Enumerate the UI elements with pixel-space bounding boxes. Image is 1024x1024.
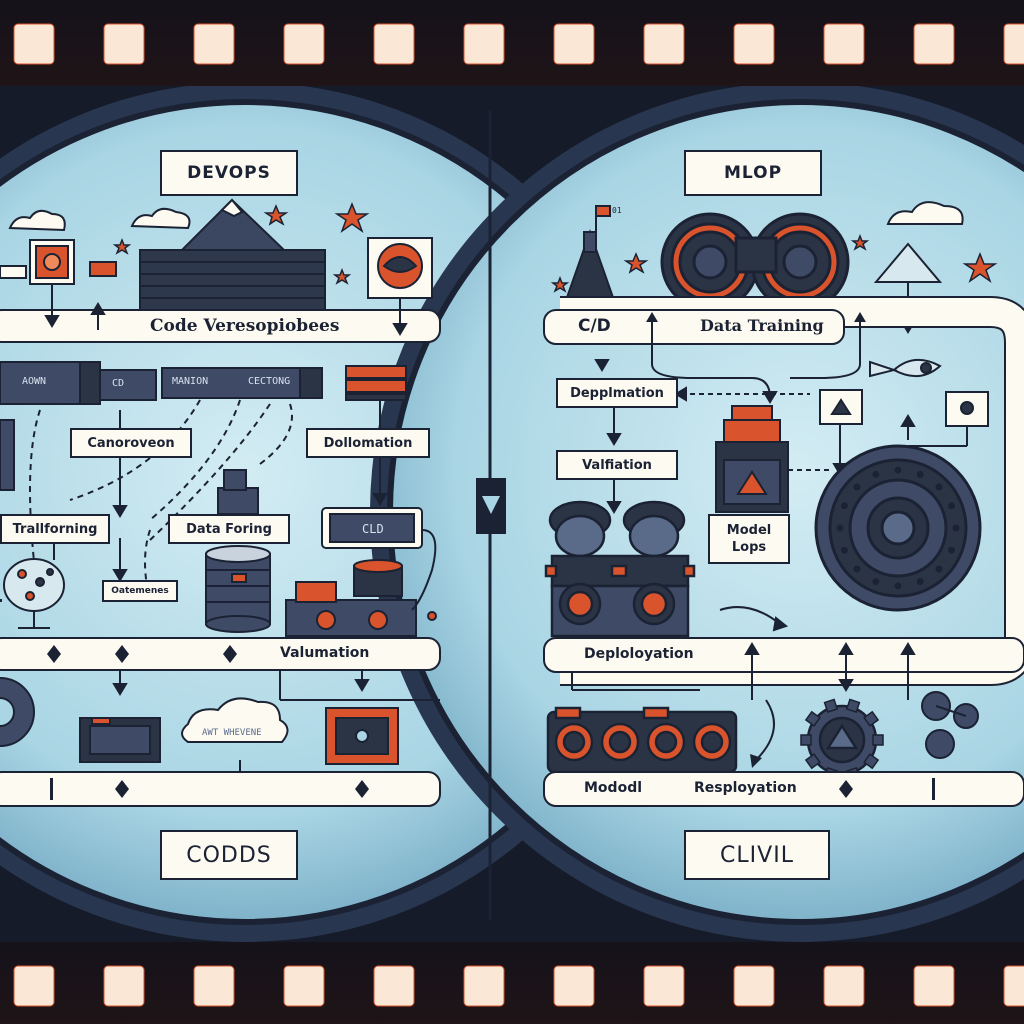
label-trallforning: Trallforning — [0, 514, 110, 544]
strip-label-cectong: CECTONG — [248, 376, 291, 387]
strip-label-cd: CD — [112, 378, 125, 389]
reel-bolt — [894, 466, 902, 474]
film-hole — [1003, 23, 1024, 65]
film-hole — [643, 965, 685, 1007]
film-hole — [463, 23, 505, 65]
film-hole — [553, 965, 595, 1007]
label-oatemenes: Oatemenes — [102, 580, 178, 602]
film-hole — [733, 23, 775, 65]
reel-bolt — [935, 483, 943, 491]
reel-bolt — [840, 546, 848, 554]
band-cd: C/D — [578, 316, 611, 336]
film-hole — [913, 965, 955, 1007]
band-code-versions: Code Veresopiobees — [150, 316, 340, 336]
film-hole — [283, 965, 325, 1007]
label-canoroveon: Canoroveon — [70, 428, 192, 458]
gear-tooth — [863, 710, 880, 727]
label-dollomation: Dollomation — [306, 428, 430, 458]
gear-tooth — [872, 734, 884, 746]
reel-bolt — [916, 470, 924, 478]
film-hole — [1003, 965, 1024, 1007]
reel-bolt — [853, 565, 861, 573]
mlop-title: MLOP — [684, 150, 822, 196]
film-hole — [103, 23, 145, 65]
film-hole — [103, 965, 145, 1007]
film-hole — [823, 23, 865, 65]
film-hole — [13, 965, 55, 1007]
gear-tooth — [804, 753, 821, 770]
band-resployation: Resployation — [694, 780, 797, 796]
flag-text: 01 — [612, 206, 622, 215]
film-hole — [733, 965, 775, 1007]
film-hole — [193, 23, 235, 65]
film-hole — [283, 23, 325, 65]
reel-bolt — [853, 483, 861, 491]
label-model-lops: Model Lops — [708, 514, 790, 564]
reel-bolt — [894, 582, 902, 590]
cloud-text: AWT WHEVENE — [202, 728, 262, 738]
film-hole — [193, 965, 235, 1007]
label-cld: CLD — [362, 522, 384, 536]
label-depplmation: Depplmation — [556, 378, 678, 408]
label-valfiation: Valfiation — [556, 450, 678, 480]
label-data-foring: Data Foring — [168, 514, 290, 544]
devops-title: DEVOPS — [160, 150, 298, 196]
reel-bolt — [916, 578, 924, 586]
reel-bolt — [952, 524, 960, 532]
reel-bolt — [948, 546, 956, 554]
strip-label-manion: MANION — [172, 376, 209, 387]
clivil-footer: CLIVIL — [684, 830, 830, 880]
band-data-training: Data Training — [700, 316, 824, 335]
film-hole — [913, 23, 955, 65]
band-mododl: Mododl — [584, 780, 643, 796]
codds-footer: CODDS — [160, 830, 298, 880]
band-valumation: Valumation — [280, 645, 370, 661]
gear-tooth — [804, 710, 821, 727]
down-triangle-icon — [476, 478, 506, 534]
film-hole — [553, 23, 595, 65]
strip-label-aown: AOWN — [22, 376, 47, 387]
model-lops-line-1: Model — [726, 523, 772, 538]
gear-tooth — [845, 698, 861, 714]
gear-tooth — [823, 698, 839, 714]
reel-bolt — [935, 565, 943, 573]
gear-tooth — [863, 753, 880, 770]
band-deploloyation: Deploloyation — [584, 646, 694, 662]
model-lops-line-2: Lops — [731, 540, 767, 555]
film-hole — [373, 965, 415, 1007]
reel-bolt — [872, 578, 880, 586]
gear-tooth — [800, 734, 812, 746]
film-hole — [13, 23, 55, 65]
film-hole — [643, 23, 685, 65]
film-hole — [823, 965, 865, 1007]
reel-bolt — [840, 502, 848, 510]
film-hole — [463, 965, 505, 1007]
reel-bolt — [872, 470, 880, 478]
film-hole — [373, 23, 415, 65]
reel-bolt — [948, 502, 956, 510]
reel-bolt — [836, 524, 844, 532]
